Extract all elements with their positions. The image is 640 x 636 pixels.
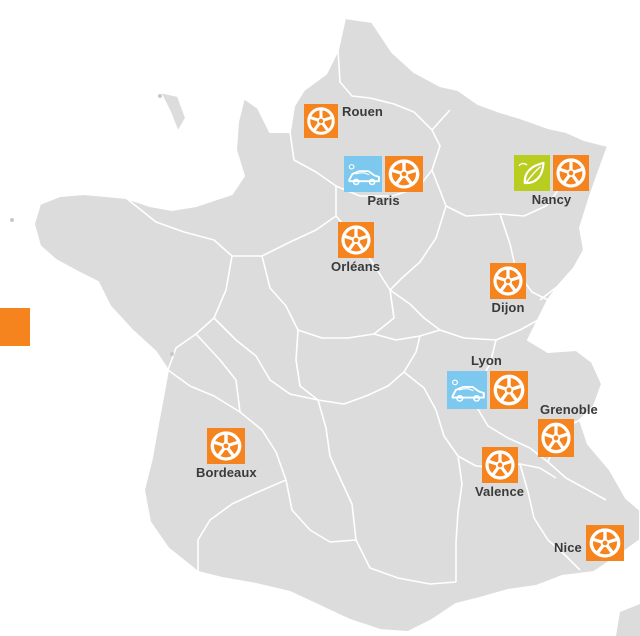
city-label-orleans: Orléans: [331, 259, 381, 274]
marker-dijon: Dijon: [490, 263, 526, 315]
marker-bordeaux: Bordeaux: [196, 428, 257, 480]
city-label-grenoble: Grenoble: [540, 402, 598, 417]
city-label-nice: Nice: [554, 540, 582, 555]
marker-lyon: Lyon: [447, 353, 528, 409]
leaf-icon[interactable]: [514, 155, 550, 191]
car-icon[interactable]: [447, 371, 487, 409]
wheel-icon[interactable]: [553, 155, 589, 191]
city-label-paris: Paris: [367, 193, 400, 208]
cotentin: [158, 90, 188, 135]
city-label-bordeaux: Bordeaux: [196, 465, 257, 480]
city-label-valence: Valence: [475, 484, 525, 499]
city-label-rouen: Rouen: [342, 104, 383, 119]
marker-nice: Nice: [554, 525, 624, 561]
marker-paris: Paris: [344, 156, 423, 208]
corsica-hint: [616, 604, 640, 636]
car-icon[interactable]: [344, 156, 382, 192]
island-dot: [170, 352, 174, 356]
wheel-icon[interactable]: [304, 104, 338, 138]
wheel-icon[interactable]: [337, 222, 374, 258]
icon-row-nancy: [514, 155, 589, 191]
wheel-icon[interactable]: [207, 428, 246, 464]
wheel-icon[interactable]: [490, 371, 528, 409]
island-dot: [10, 218, 14, 222]
city-label-nancy: Nancy: [531, 192, 572, 207]
icon-row-lyon: [447, 371, 528, 409]
marker-orleans: Orléans: [331, 222, 380, 274]
wheel-icon[interactable]: [490, 263, 526, 299]
marker-valence: Valence: [475, 447, 524, 499]
side-panel-toggle[interactable]: [0, 308, 30, 346]
wheel-icon[interactable]: [385, 156, 423, 192]
wheel-icon[interactable]: [538, 419, 574, 457]
marker-grenoble: Grenoble: [538, 402, 598, 457]
city-label-dijon: Dijon: [491, 300, 525, 315]
island-dot: [158, 94, 162, 98]
city-label-lyon: Lyon: [471, 353, 502, 368]
marker-nancy: Nancy: [514, 155, 589, 207]
icon-row-paris: [344, 156, 423, 192]
wheel-icon[interactable]: [585, 525, 624, 561]
marker-rouen: Rouen: [304, 104, 383, 138]
wheel-icon[interactable]: [481, 447, 518, 483]
